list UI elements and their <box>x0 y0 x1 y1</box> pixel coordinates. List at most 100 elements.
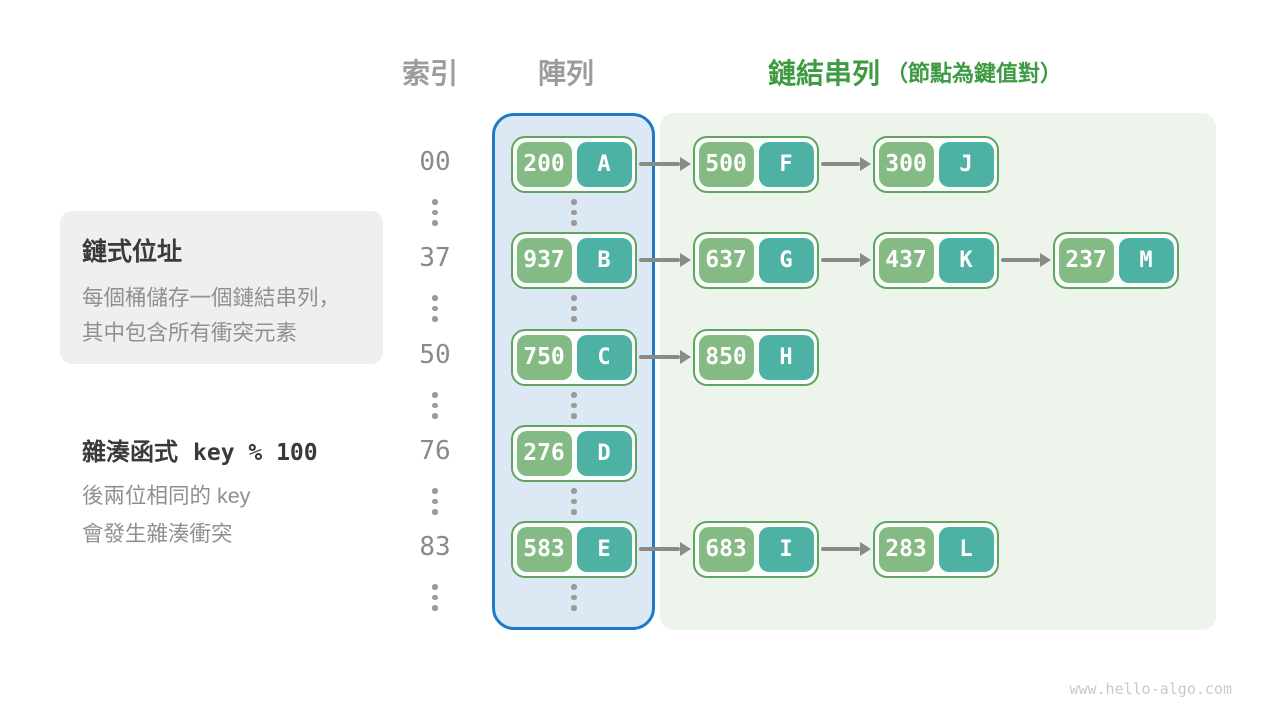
ellipsis-dots <box>571 295 577 322</box>
dot <box>571 605 577 611</box>
chain-arrow <box>639 355 680 359</box>
linked-list-header-note: （節點為鍵值對） <box>886 61 1063 86</box>
value-cell: B <box>576 237 632 283</box>
linked-list-column-header: 鏈結串列 （節點為鍵值對） <box>768 52 1062 92</box>
index-column-header: 索引 <box>401 58 458 89</box>
dot <box>432 584 438 590</box>
hash-function-line: 後兩位相同的 key <box>82 484 251 508</box>
key-cell: 276 <box>516 430 572 476</box>
chaining-note-line: 其中包含所有衝突元素 <box>82 321 298 345</box>
dot <box>571 498 577 504</box>
bucket-index: 00 <box>419 147 451 177</box>
value-cell: C <box>576 334 632 380</box>
dot <box>571 594 577 600</box>
array-column-header: 陣列 <box>537 58 594 89</box>
dot <box>432 305 438 311</box>
key-cell: 200 <box>516 141 572 187</box>
key-cell: 500 <box>698 141 754 187</box>
value-cell: F <box>758 141 814 187</box>
bucket-index: 76 <box>419 436 451 466</box>
value-cell: K <box>938 237 994 283</box>
dot <box>432 392 438 398</box>
key-cell: 237 <box>1058 237 1114 283</box>
dot <box>432 295 438 301</box>
dot <box>432 316 438 322</box>
dot <box>432 402 438 408</box>
key-cell: 300 <box>878 141 934 187</box>
dot <box>432 605 438 611</box>
dot <box>432 509 438 515</box>
dot <box>432 209 438 215</box>
chain-arrow <box>821 258 860 262</box>
dot <box>571 488 577 494</box>
ellipsis-dots <box>571 199 577 226</box>
dot <box>432 199 438 205</box>
value-cell: E <box>576 526 632 572</box>
dot <box>571 209 577 215</box>
dot <box>571 392 577 398</box>
ellipsis-dots <box>571 488 577 515</box>
key-cell: 937 <box>516 237 572 283</box>
chaining-note-line: 每個桶儲存一個鏈結串列， <box>82 286 341 310</box>
key-cell: 283 <box>878 526 934 572</box>
dot <box>571 199 577 205</box>
value-cell: D <box>576 430 632 476</box>
hash-function-title: 雜湊函式 key % 100 <box>82 432 318 467</box>
value-cell: A <box>576 141 632 187</box>
key-cell: 683 <box>698 526 754 572</box>
hash-function-label: 雜湊函式 <box>82 439 178 466</box>
dot <box>571 584 577 590</box>
ellipsis-dots <box>432 295 438 322</box>
chain-arrow <box>1001 258 1040 262</box>
hash-function-note: 雜湊函式 key % 100 後兩位相同的 key 會發生雜湊衝突 <box>82 432 318 553</box>
chain-arrow <box>639 162 680 166</box>
dot <box>571 220 577 226</box>
dot <box>432 220 438 226</box>
value-cell: M <box>1118 237 1174 283</box>
ellipsis-dots <box>432 199 438 226</box>
dot <box>432 498 438 504</box>
ellipsis-dots <box>571 392 577 419</box>
key-cell: 583 <box>516 526 572 572</box>
dot <box>571 402 577 408</box>
chaining-note-title: 鏈式位址 <box>82 238 183 266</box>
value-cell: L <box>938 526 994 572</box>
dot <box>571 305 577 311</box>
chain-arrow <box>639 258 680 262</box>
hash-function-line: 會發生雜湊衝突 <box>82 522 233 546</box>
dot <box>432 413 438 419</box>
hash-function-code: key % 100 <box>193 440 318 466</box>
value-cell: I <box>758 526 814 572</box>
chain-arrow <box>821 162 860 166</box>
value-cell: G <box>758 237 814 283</box>
bucket-index: 83 <box>419 532 451 562</box>
dot <box>571 509 577 515</box>
ellipsis-dots <box>432 392 438 419</box>
chain-arrow <box>821 547 860 551</box>
ellipsis-dots <box>432 488 438 515</box>
key-cell: 437 <box>878 237 934 283</box>
chaining-note-box: 鏈式位址 每個桶儲存一個鏈結串列， 其中包含所有衝突元素 <box>60 211 383 364</box>
watermark: www.hello-algo.com <box>1069 680 1232 698</box>
value-cell: J <box>938 141 994 187</box>
chain-arrow <box>639 547 680 551</box>
ellipsis-dots <box>432 584 438 611</box>
dot <box>432 594 438 600</box>
dot <box>432 488 438 494</box>
dot <box>571 316 577 322</box>
dot <box>571 413 577 419</box>
dot <box>571 295 577 301</box>
